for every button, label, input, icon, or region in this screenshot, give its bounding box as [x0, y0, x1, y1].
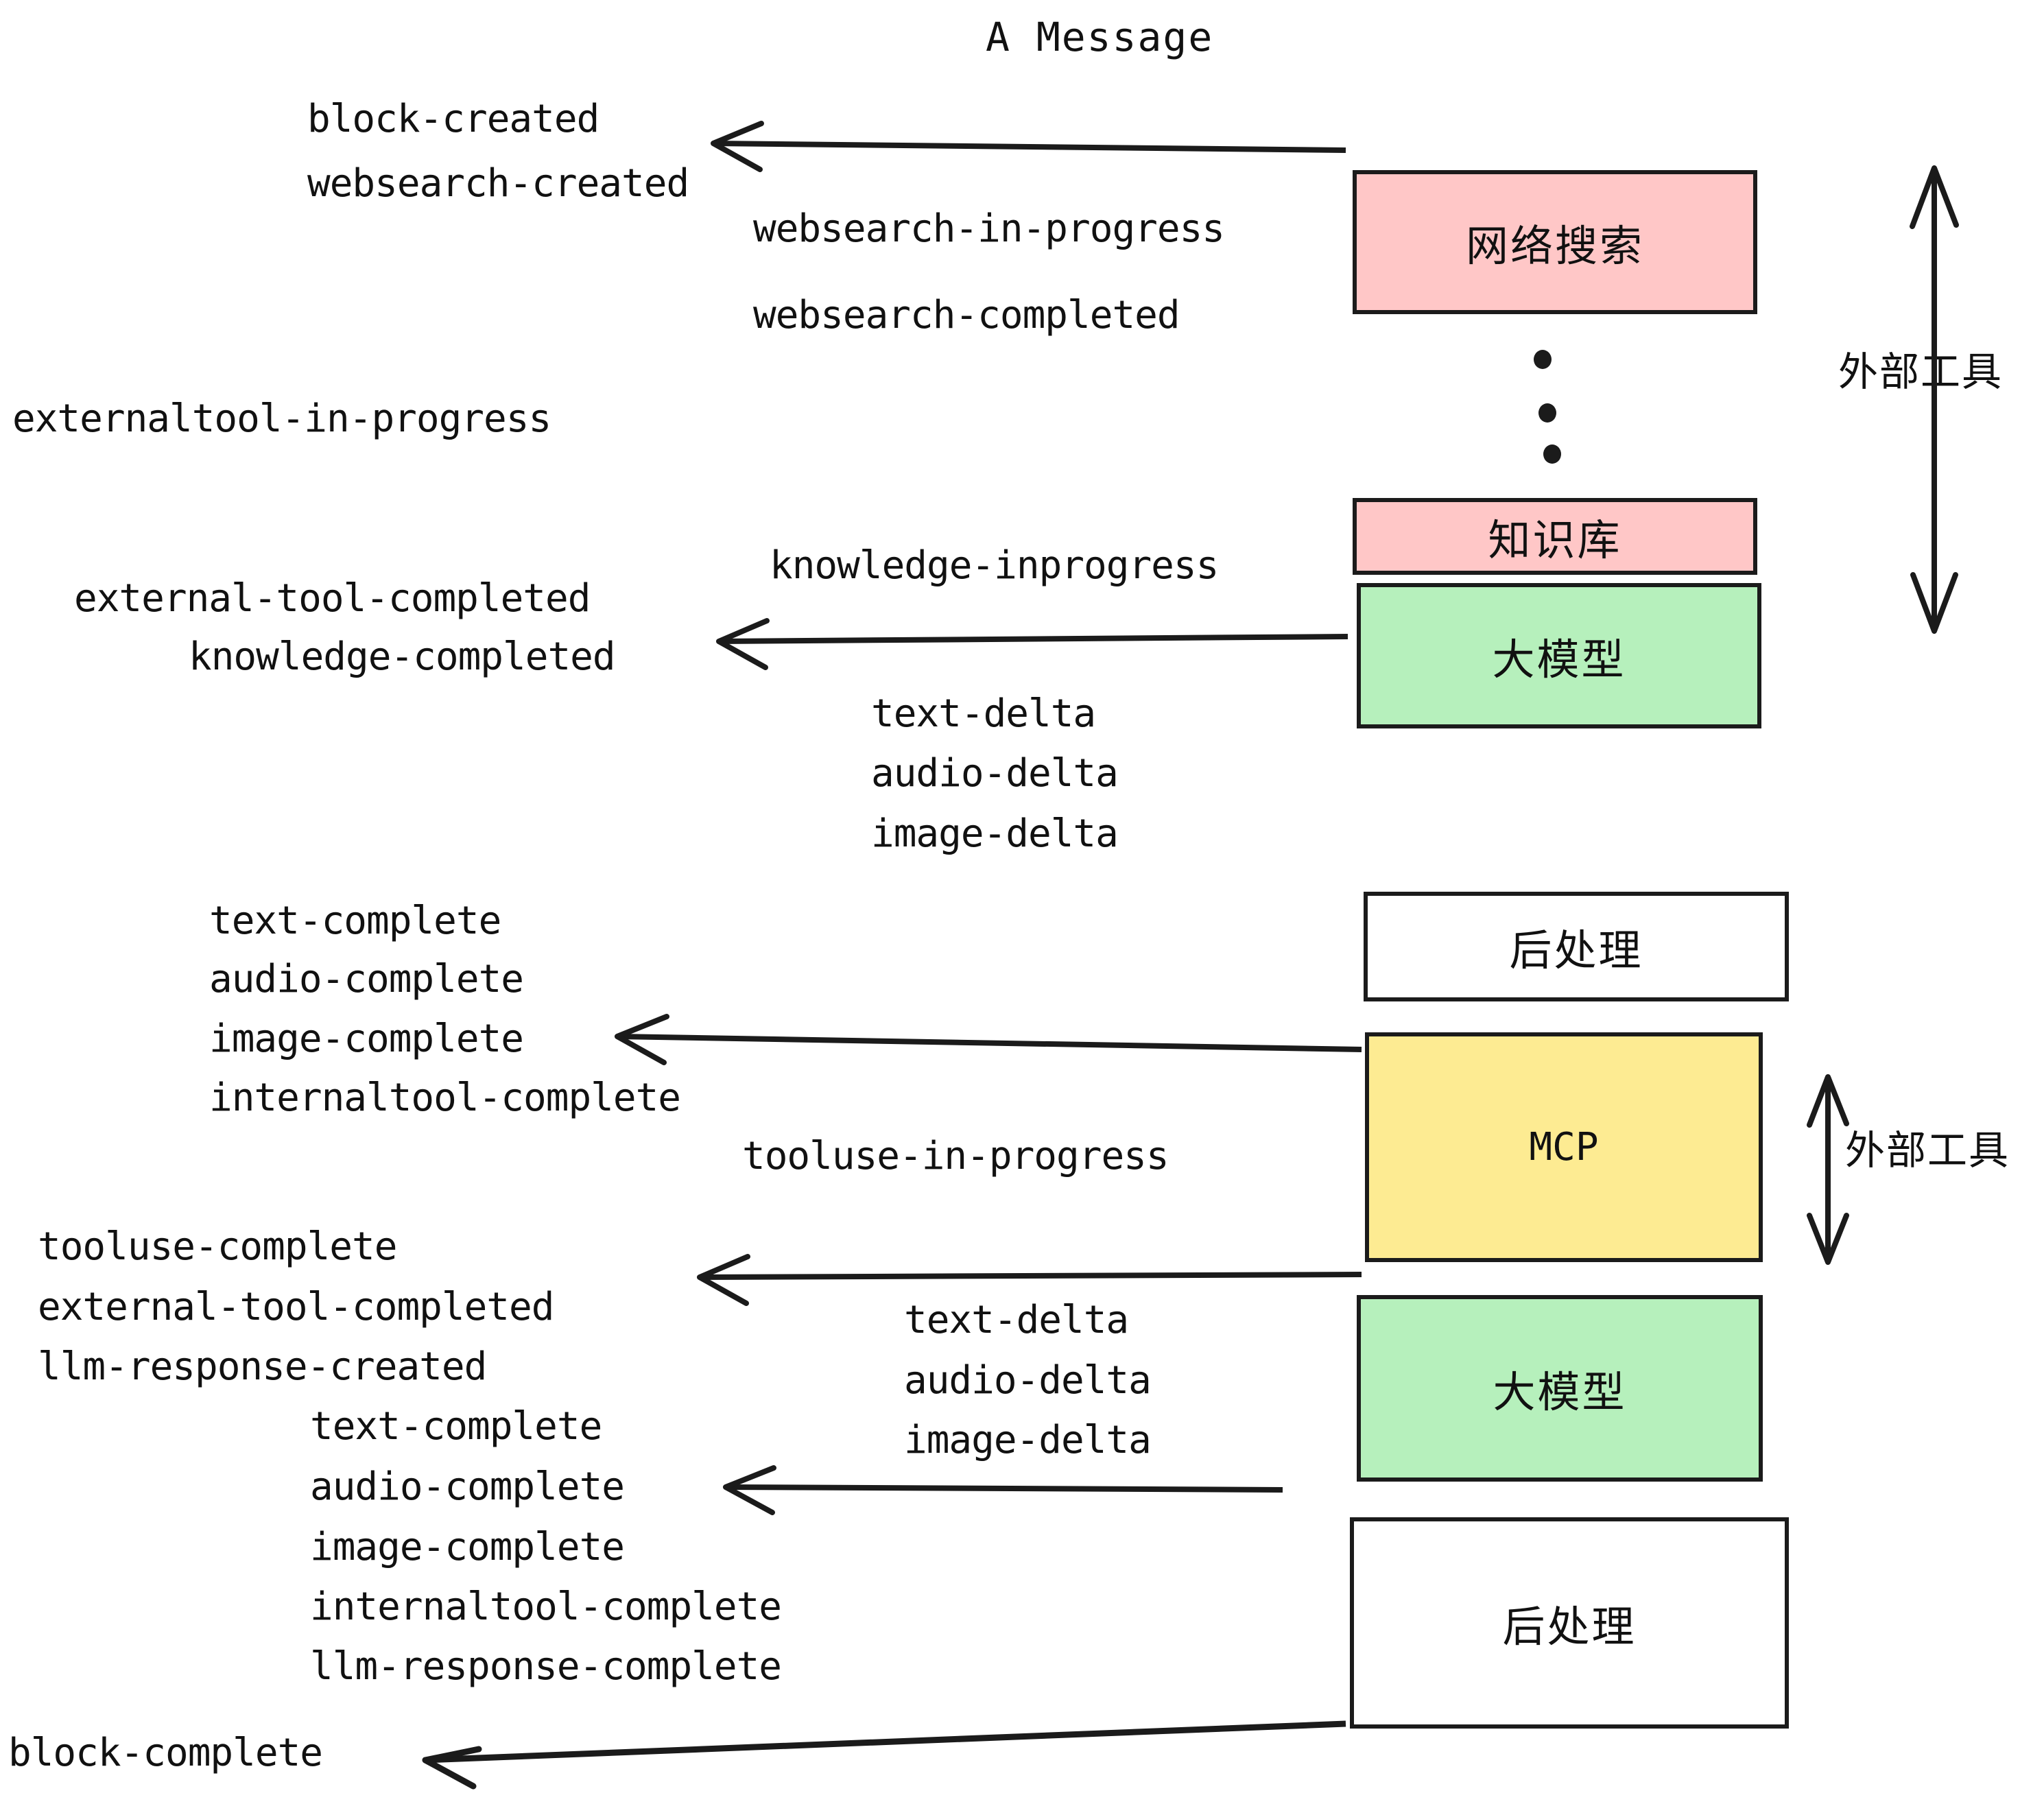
- event-label-knowledge-inprogress: knowledge-inprogress: [770, 543, 1219, 588]
- event-label-image-complete-2: image-complete: [310, 1525, 625, 1569]
- component-box-label: MCP: [1529, 1125, 1599, 1170]
- event-label-image-delta-1: image-delta: [871, 811, 1119, 856]
- event-label-text-delta-2: text-delta: [904, 1298, 1129, 1342]
- ellipsis-dot: [1538, 403, 1556, 423]
- event-label-internaltool-complete-1: internaltool-complete: [209, 1076, 681, 1120]
- event-label-external-tool-completed-2: external-tool-completed: [38, 1285, 554, 1329]
- event-label-llm-response-created: llm-response-created: [38, 1344, 487, 1389]
- ellipsis-dot: [1543, 444, 1561, 464]
- component-box-llm-1[interactable]: 大模型: [1357, 583, 1761, 728]
- ellipsis-dot: [1534, 350, 1552, 369]
- event-label-text-complete-1: text-complete: [209, 899, 501, 943]
- event-label-audio-complete-1: audio-complete: [209, 957, 524, 1001]
- component-box-label: 网络搜索: [1465, 221, 1644, 271]
- component-box-postprocessing-1[interactable]: 后处理: [1364, 892, 1789, 1001]
- event-label-external-tool-completed-1: external-tool-completed: [74, 576, 591, 621]
- event-label-block-created: block-created: [307, 97, 599, 141]
- arrow-knowledge-to-left: [716, 618, 1348, 670]
- event-label-websearch-created: websearch-created: [307, 161, 689, 206]
- event-label-audio-delta-1: audio-delta: [871, 751, 1119, 796]
- event-label-tooluse-in-progress: tooluse-in-progress: [742, 1134, 1169, 1178]
- component-box-label: 知识库: [1488, 515, 1622, 565]
- arrow-llm-2-to-left: [723, 1465, 1283, 1515]
- event-label-knowledge-completed: knowledge-completed: [189, 634, 616, 679]
- component-box-label: 后处理: [1502, 1602, 1637, 1652]
- arrow-postprocessing-1-to-left: [615, 1014, 1362, 1065]
- component-box-label: 大模型: [1492, 634, 1626, 685]
- event-label-tooluse-complete: tooluse-complete: [38, 1224, 397, 1269]
- component-box-label: 后处理: [1509, 925, 1643, 975]
- component-box-llm-2[interactable]: 大模型: [1357, 1295, 1763, 1482]
- component-box-knowledge[interactable]: 知识库: [1353, 498, 1757, 575]
- component-box-mcp[interactable]: MCP: [1365, 1032, 1763, 1262]
- event-label-llm-response-complete: llm-response-complete: [310, 1644, 782, 1689]
- event-label-text-complete-2: text-complete: [310, 1404, 602, 1449]
- component-box-websearch[interactable]: 网络搜索: [1353, 170, 1757, 314]
- side-label-external-tools-bottom: 外部工具: [1845, 1127, 2010, 1174]
- event-label-websearch-in-progress: websearch-in-progress: [753, 206, 1225, 251]
- event-label-audio-complete-2: audio-complete: [310, 1464, 625, 1509]
- event-label-block-complete: block-complete: [8, 1731, 323, 1775]
- event-label-image-complete-1: image-complete: [209, 1017, 524, 1061]
- event-label-internaltool-complete-2: internaltool-complete: [310, 1585, 782, 1629]
- event-label-text-delta-1: text-delta: [871, 691, 1096, 736]
- event-label-websearch-completed: websearch-completed: [753, 293, 1180, 337]
- double-arrow-external-tools-bottom: [1807, 1074, 1849, 1265]
- event-label-externaltool-in-progress: externaltool-in-progress: [12, 396, 551, 441]
- arrow-mcp-to-left: [697, 1254, 1362, 1306]
- arrow-websearch-to-left: [711, 121, 1346, 172]
- side-label-external-tools-top: 外部工具: [1838, 348, 2004, 395]
- event-label-image-delta-2: image-delta: [904, 1418, 1152, 1462]
- page-title: A Message: [986, 14, 1214, 60]
- component-box-postprocessing-2[interactable]: 后处理: [1350, 1517, 1789, 1729]
- event-label-audio-delta-2: audio-delta: [904, 1358, 1152, 1403]
- component-box-label: 大模型: [1493, 1367, 1627, 1417]
- arrow-postprocessing-2-to-block-complete: [422, 1720, 1346, 1790]
- double-arrow-external-tools-top: [1910, 165, 1959, 634]
